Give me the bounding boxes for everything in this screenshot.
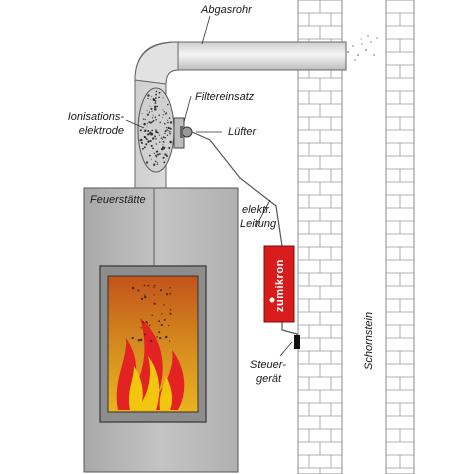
label-ionisation-2: elektrode bbox=[79, 125, 124, 137]
label-luefter: Lüfter bbox=[228, 126, 257, 138]
smoke-particles bbox=[343, 35, 378, 61]
label-feuerstaette: Feuerstätte bbox=[90, 194, 146, 206]
fan-unit bbox=[173, 117, 193, 149]
label-filtereinsatz: Filtereinsatz bbox=[195, 91, 255, 103]
brand-label: zumikron bbox=[274, 259, 286, 312]
label-ionisation-1: Ionisations- bbox=[68, 111, 125, 123]
label-leitung-1: elektr. bbox=[242, 204, 272, 216]
label-steuer-2: gerät bbox=[256, 373, 282, 385]
flame-icon bbox=[116, 284, 185, 410]
filter-insert bbox=[137, 87, 175, 173]
label-leitung-2: Leitung bbox=[240, 218, 277, 230]
leader-lines bbox=[125, 15, 293, 357]
label-abgasrohr: Abgasrohr bbox=[200, 4, 253, 16]
flue-pipe bbox=[134, 41, 347, 191]
control-box: zumikron bbox=[263, 245, 295, 323]
brand-logo-icon bbox=[269, 297, 275, 303]
label-steuer-1: Steuer- bbox=[250, 359, 286, 371]
chimney-wall-inner bbox=[297, 0, 343, 474]
wall-sensor bbox=[294, 335, 300, 349]
label-schornstein: Schornstein bbox=[363, 312, 375, 370]
chimney-wall-outer bbox=[385, 0, 415, 474]
